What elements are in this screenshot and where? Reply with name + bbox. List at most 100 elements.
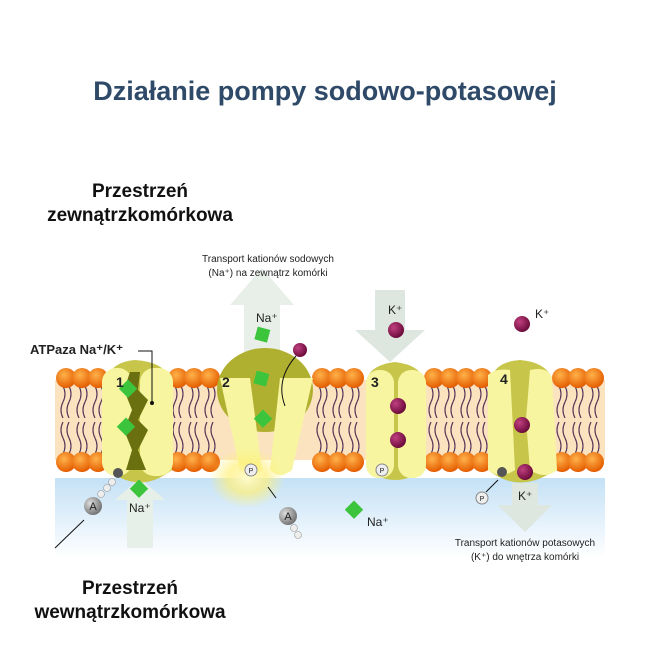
sodium-ion <box>129 479 149 498</box>
lipid-head <box>344 452 364 472</box>
lipid-head <box>56 368 76 388</box>
lipid-tail <box>578 421 584 455</box>
sodium-in-arrow <box>115 478 165 548</box>
lipid-head <box>424 368 444 388</box>
sodium-ion <box>253 409 273 428</box>
potassium-ion <box>390 398 406 414</box>
lipid-tail <box>466 385 472 419</box>
lipid-heads <box>56 368 604 472</box>
k-label: K⁺ <box>388 303 402 317</box>
lipid-tail <box>460 385 466 419</box>
lipid-tail <box>178 385 184 419</box>
lipid-tail <box>594 385 600 419</box>
lipid-tail <box>188 385 194 419</box>
step-2-label: 2 <box>222 374 230 390</box>
step-4-label: 4 <box>500 371 508 387</box>
phosphate: P <box>244 463 258 477</box>
potassium-transport-line-2: (K⁺) do wnętrza komórki <box>471 552 579 563</box>
lipid-tail <box>572 421 578 455</box>
adp-molecule: A <box>279 507 302 539</box>
lipid-tail <box>76 385 82 419</box>
phosphate: P <box>475 491 489 505</box>
sodium-ion <box>253 370 270 387</box>
lipid-tail <box>60 385 66 419</box>
lipid-tail <box>210 385 216 419</box>
extracellular-label: Przestrzeń zewnątrzkomórkowa <box>0 180 280 228</box>
extracellular-line-1: Przestrzeń <box>91 181 189 202</box>
lipid-tail <box>172 421 178 455</box>
lipid-tail <box>204 385 210 419</box>
lipid-tail <box>188 421 194 455</box>
phosphate: P <box>375 463 389 477</box>
potassium-ion <box>514 316 530 332</box>
lipid-tail <box>316 421 322 455</box>
lipid-tail <box>194 385 200 419</box>
intracellular-line-1: Przestrzeń <box>81 578 179 599</box>
potassium-ion <box>517 464 533 480</box>
potassium-release-arrow <box>498 483 552 532</box>
potassium-ion <box>514 417 530 433</box>
potassium-transport-line-1: Transport kationów potasowych <box>455 538 595 549</box>
lipid-head <box>328 368 348 388</box>
potassium-ion <box>388 322 404 338</box>
lipid-tail <box>428 421 434 455</box>
atp-molecule: A <box>84 468 123 515</box>
lipid-tail <box>562 421 568 455</box>
lipid-head <box>344 368 364 388</box>
lipid-head <box>456 452 476 472</box>
svg-text:A: A <box>284 511 292 523</box>
lipid-tail <box>556 385 562 419</box>
lipid-head <box>200 368 220 388</box>
step-1-label: 1 <box>116 374 124 390</box>
lipid-tail <box>572 385 578 419</box>
svg-text:P: P <box>380 468 385 475</box>
pump-1 <box>102 360 173 498</box>
lipid-head <box>440 368 460 388</box>
lipid-tail <box>434 385 440 419</box>
lipid-tail <box>460 421 466 455</box>
lipid-tail <box>354 385 360 419</box>
lipid-tail <box>322 385 328 419</box>
lipid-head <box>584 452 604 472</box>
lipid-head <box>328 452 348 472</box>
lipid-head <box>184 368 204 388</box>
lipid-tail <box>444 421 450 455</box>
svg-text:P: P <box>249 468 254 475</box>
pump-4 <box>488 316 557 483</box>
lipid-tail <box>332 421 338 455</box>
potassium-ion <box>390 432 406 448</box>
pump-label: ATPaza Na⁺/K⁺ <box>30 342 123 357</box>
lipid-tail <box>354 421 360 455</box>
lipid-tail <box>332 385 338 419</box>
lipid-head <box>312 452 332 472</box>
lipid-tail <box>210 421 216 455</box>
lipid-tail <box>92 385 98 419</box>
lipid-tail <box>476 421 482 455</box>
lipid-head <box>72 368 92 388</box>
svg-text:A: A <box>89 501 97 513</box>
extracellular-line-2: zewnątrzkomórkowa <box>47 205 233 226</box>
lipid-head <box>440 452 460 472</box>
lipid-tail <box>476 385 482 419</box>
pump-3 <box>366 322 426 480</box>
lipid-head <box>568 368 588 388</box>
lipid-tail <box>66 385 72 419</box>
lipid-head <box>584 368 604 388</box>
lipid-head <box>472 452 492 472</box>
lipid-tail <box>178 421 184 455</box>
sodium-transport-line-2: (Na⁺) na zewnątrz komórki <box>208 268 327 279</box>
lipid-head <box>456 368 476 388</box>
lipid-tail <box>434 421 440 455</box>
lipid-tail <box>348 421 354 455</box>
page-title: Działanie pompy sodowo-potasowej <box>93 76 557 106</box>
lipid-tail <box>450 385 456 419</box>
sodium-ion <box>254 326 271 343</box>
k-label: K⁺ <box>535 307 549 321</box>
lipid-tail <box>588 385 594 419</box>
lipid-tail <box>76 421 82 455</box>
na-label: Na⁺ <box>367 515 389 529</box>
lipid-head <box>568 452 588 472</box>
lipid-tail <box>338 421 344 455</box>
na-label: Na⁺ <box>129 501 151 515</box>
